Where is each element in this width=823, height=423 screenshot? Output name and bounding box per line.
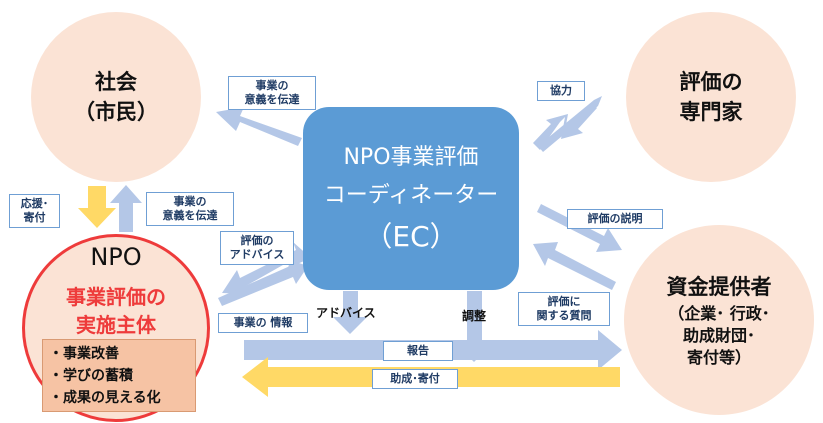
npo-title: NPO xyxy=(90,243,142,271)
label-support-line1: 応援･ xyxy=(20,197,49,210)
label-business-info: 事業の 情報 xyxy=(218,313,308,333)
npo-subtitle: 事業評価の 実施主体 xyxy=(22,283,210,339)
npo-subtitle-line2: 実施主体 xyxy=(76,313,156,337)
label-eval-questions-line1: 評価に xyxy=(547,295,581,308)
label-report: 報告 xyxy=(383,341,453,361)
evaluation-expert-node: 評価の 専門家 xyxy=(626,12,796,182)
arrow-npo-to-society xyxy=(110,185,142,232)
society-node: 社会 （市民） xyxy=(31,12,201,182)
funders-title: 資金提供者 xyxy=(666,275,772,299)
arrow-ec-to-society xyxy=(216,107,302,146)
society-line2: （市民） xyxy=(74,100,158,124)
label-cooperation-text: 協力 xyxy=(550,84,572,97)
arrow-business-info xyxy=(218,259,308,306)
expert-line1: 評価の xyxy=(679,70,743,94)
npo-subtitle-line1: 事業評価の xyxy=(66,285,166,309)
label-eval-questions-line2: 関する質問 xyxy=(536,309,592,322)
npo-bullet-1: ・事業改善 xyxy=(49,346,119,362)
label-eval-advice-line2: アドバイス xyxy=(229,248,285,261)
ec-node: NPO事業評価 コーディネーター （EC） xyxy=(303,107,519,290)
label-eval-questions: 評価に 関する質問 xyxy=(518,292,610,326)
label-npo-to-society-line2: 意義を伝達 xyxy=(162,209,218,222)
label-grant-donation: 助成･寄付 xyxy=(372,369,458,389)
ec-line3: （EC） xyxy=(364,219,458,253)
label-eval-advice-line1: 評価の xyxy=(240,234,274,247)
npo-bullet-2: ・学びの蓄積 xyxy=(49,368,133,384)
label-ec-to-society-line1: 事業の xyxy=(255,79,289,92)
label-grant-donation-text: 助成･寄付 xyxy=(390,372,440,385)
funders-node: 資金提供者 （企業･ 行政･ 助成財団･ 寄付等） xyxy=(624,225,814,415)
label-ec-to-society: 事業の 意義を伝達 xyxy=(228,76,316,110)
expert-line2: 専門家 xyxy=(679,100,743,124)
label-cooperation: 協力 xyxy=(537,81,585,101)
label-explain-eval: 評価の説明 xyxy=(567,209,663,229)
arrow-eval-questions xyxy=(533,242,616,290)
arrow-coordination xyxy=(457,291,491,362)
label-advice: アドバイス xyxy=(316,306,376,320)
npo-benefits-box: ・事業改善 ・学びの蓄積 ・成果の見える化 xyxy=(42,339,196,412)
label-eval-advice: 評価の アドバイス xyxy=(220,231,294,265)
label-npo-to-society-line1: 事業の xyxy=(173,195,207,208)
arrow-advice xyxy=(333,291,367,334)
funders-line2: 助成財団･ xyxy=(682,326,755,345)
funders-line1: （企業･ 行政･ xyxy=(668,304,770,323)
label-report-text: 報告 xyxy=(407,344,429,357)
label-business-info-text: 事業の 情報 xyxy=(233,316,293,329)
ec-line2: コーディネーター xyxy=(323,182,499,208)
label-explain-eval-text: 評価の説明 xyxy=(587,212,643,225)
label-support-line2: 寄付 xyxy=(23,211,46,224)
society-line1: 社会 xyxy=(95,70,137,94)
label-support: 応援･ 寄付 xyxy=(9,194,60,228)
arrow-cooperation-main xyxy=(538,96,602,152)
label-ec-to-society-line2: 意義を伝達 xyxy=(244,93,300,106)
funders-line3: 寄付等） xyxy=(686,348,751,367)
label-coordination: 調整 xyxy=(462,309,487,323)
arrow-support xyxy=(78,186,116,228)
ec-line1: NPO事業評価 xyxy=(343,144,479,170)
label-npo-to-society: 事業の 意義を伝達 xyxy=(146,192,234,226)
npo-bullet-3: ・成果の見える化 xyxy=(49,390,161,406)
